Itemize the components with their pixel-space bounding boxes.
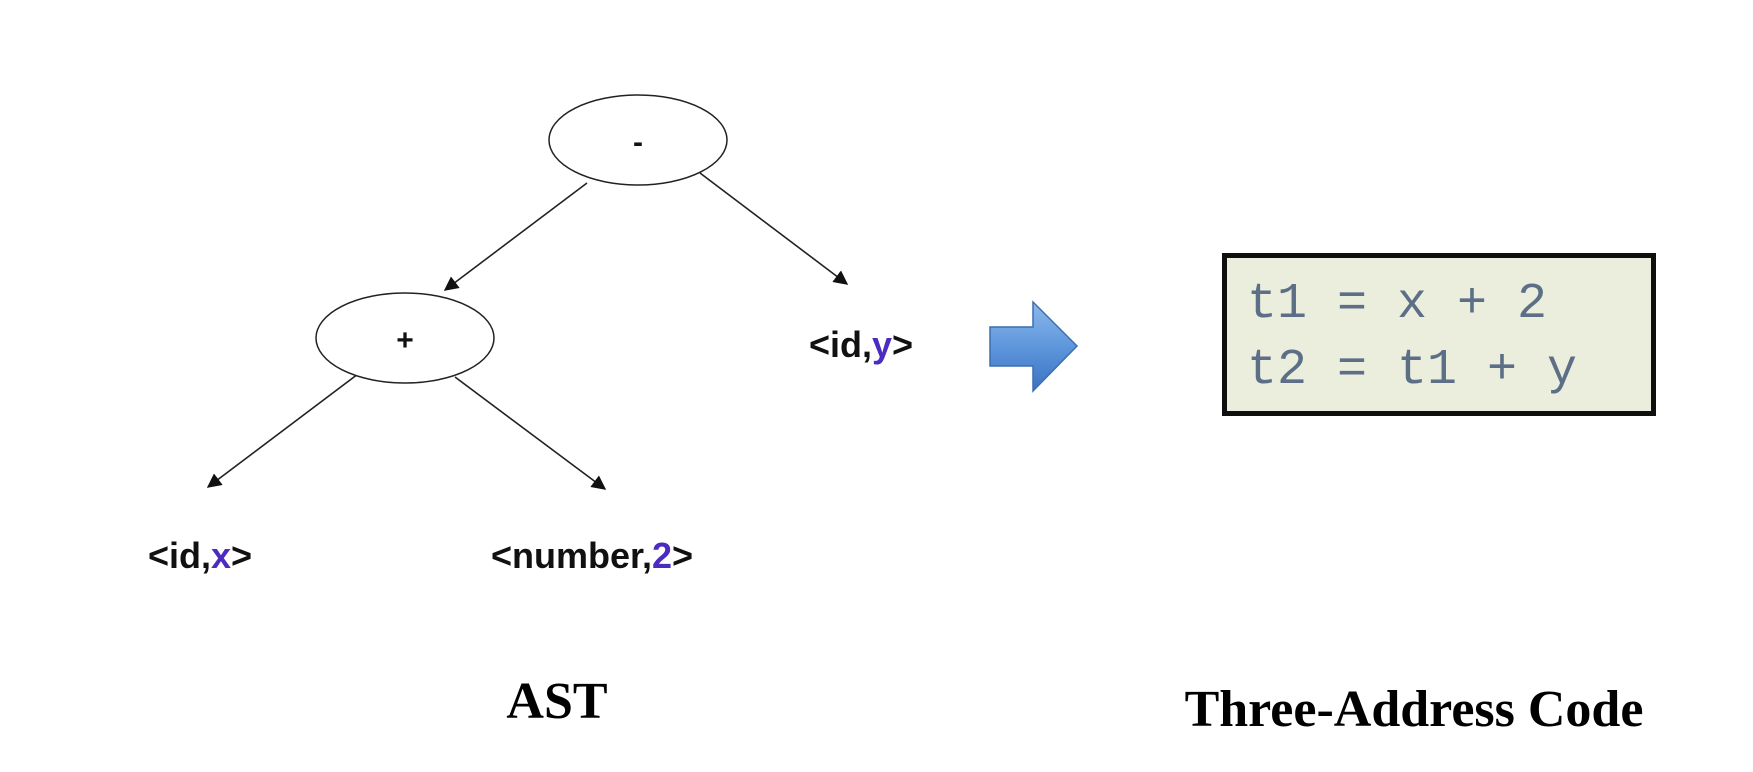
- root-node-label: -: [633, 126, 643, 159]
- leaf-id-x-suffix: >: [231, 535, 252, 576]
- leaf-number-prefix: <number,: [491, 535, 652, 576]
- leaf-id-y-suffix: >: [892, 324, 913, 365]
- plus-node-label: +: [396, 324, 414, 357]
- edge-root-to-plus: [443, 182, 588, 291]
- right-arrow-icon: [989, 300, 1079, 393]
- ast-caption: AST: [506, 673, 607, 730]
- leaf-number-suffix: >: [672, 535, 693, 576]
- ast-root-node: -: [548, 94, 728, 186]
- leaf-number-2: <number,2>: [491, 535, 693, 576]
- edge-plus-to-number: [454, 376, 607, 490]
- tac-caption: Three-Address Code: [1185, 681, 1644, 738]
- leaf-id-y-prefix: <id,: [809, 324, 872, 365]
- edge-plus-to-x: [206, 373, 359, 488]
- leaf-id-x: <id,x>: [148, 535, 252, 576]
- three-address-code-box: t1 = x + 2 t2 = t1 + y: [1222, 253, 1656, 416]
- code-line-2: t2 = t1 + y: [1247, 342, 1578, 399]
- plus-node-ellipse: [315, 292, 495, 384]
- leaf-id-x-prefix: <id,: [148, 535, 211, 576]
- leaf-id-y-value: y: [872, 324, 892, 365]
- edge-root-to-y: [699, 172, 849, 285]
- leaf-number-value: 2: [652, 535, 672, 576]
- code-line-1: t1 = x + 2: [1247, 276, 1548, 333]
- leaf-id-x-value: x: [211, 535, 231, 576]
- leaf-id-y: <id,y>: [809, 324, 913, 365]
- root-node-ellipse: [548, 94, 728, 186]
- ast-plus-node: +: [315, 292, 495, 384]
